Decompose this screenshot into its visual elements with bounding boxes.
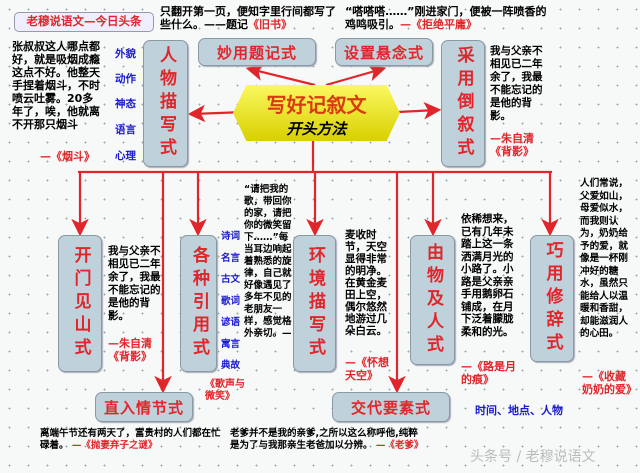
elements-source: —《老爹》 (375, 440, 424, 451)
elements-example: 老爹并不是我的亲爹,之所以这么称呼他,纯粹是为了与我那亲生老爸加以分辨。 —《老… (230, 428, 424, 451)
quote-example: “请把我的歌，带回你的家，请把你的微笑留下……”每当耳边响起着熟悉的旋律，自己就… (244, 184, 292, 339)
header-badge: 老穆说语文—今日头条 (14, 12, 154, 32)
rhetoric-source: —《收藏奶奶的爱》 (582, 370, 637, 396)
watermark: 头条号 / 老穆说语文 (470, 449, 596, 465)
direct-example: 我与父亲不相见已二年余了，我最不能忘记的是他的背影。 (108, 245, 161, 322)
environment-box: 环境描写式 (293, 235, 336, 372)
direct-source: —朱自清《背影》 (108, 337, 152, 363)
center-title: 写好记叙文 (266, 93, 367, 117)
flashback-example: 我与父亲不相见已二年余了，我最不能忘记的是他的背影。 (490, 45, 543, 122)
aspect-label: 心理 (115, 150, 136, 162)
elements-note: 时间、地点、人物 (475, 404, 563, 417)
character-box: 人物描写式 (143, 40, 188, 167)
character-source: —《烟斗》 (40, 150, 95, 163)
direct-box: 开门见山式 (58, 235, 102, 372)
quote-types: 诗词名言古文歌词谚语寓言典故 (221, 231, 241, 371)
center-subtitle: 开头方法 (286, 120, 347, 138)
object-source: —《路是月的痕》 (461, 360, 516, 386)
character-example: 张叔叔这人哪点都好，就是吸烟成瘾这点不好。他整天手捏着烟斗，不时喷云吐雾。20多… (12, 40, 100, 131)
flashback-box: 采用倒叙式 (441, 40, 485, 167)
object-box: 由物及人式 (410, 235, 455, 365)
object-example: 依稀想来，已有几年未踏上这一条洒满月光的小路了。小路是父亲亲手用鹅卵石铺成，在月… (461, 213, 514, 338)
aspect-label: 外貌 (115, 48, 136, 60)
aspect-label: 神态 (115, 98, 136, 110)
center-topic: 写好记叙文 开头方法 (233, 85, 400, 141)
environment-example: 麦收时节，天空显得非常的明净。在黄金麦田上空，偶尔悠然地游过几朵白云。 (345, 229, 387, 337)
plot-source: —《抛妻弃子之谜》 (71, 440, 158, 451)
title-note-example: 只翻开第一页，便知字里行间都写了些什么。——题记《旧书》 (160, 5, 336, 31)
elements-box: 交代要素式 (332, 392, 450, 422)
quote-source: 《歌声与微笑》 (205, 379, 245, 402)
rhetoric-example: 人们常说，父爱如山，母爱似水，而我则认为，奶奶给予的爱，就像是一杯刚冲好的糖水，… (580, 178, 628, 339)
aspect-label: 语言 (115, 124, 136, 136)
suspense-box: 设置悬念式 (335, 38, 433, 66)
rhetoric-box: 巧用修辞式 (530, 235, 574, 362)
aspect-label: 动作 (115, 73, 136, 85)
plot-example: 离端午节还有两天了，富贵村的人们都在忙碌着。 —《抛妻弃子之谜》 (40, 428, 221, 451)
suspense-example: “嗒嗒嗒……”刚进家门，便被一阵喷香的鸡鸣吸引。—《拒绝平庸》 (345, 5, 547, 31)
plot-box: 直入情节式 (95, 392, 193, 422)
flashback-source: —朱自清《背影》 (490, 132, 534, 158)
environment-source: —《怀想天空》 (345, 356, 389, 382)
quote-box: 各种引用式 (180, 235, 217, 372)
title-note-box: 妙用题记式 (198, 38, 316, 66)
